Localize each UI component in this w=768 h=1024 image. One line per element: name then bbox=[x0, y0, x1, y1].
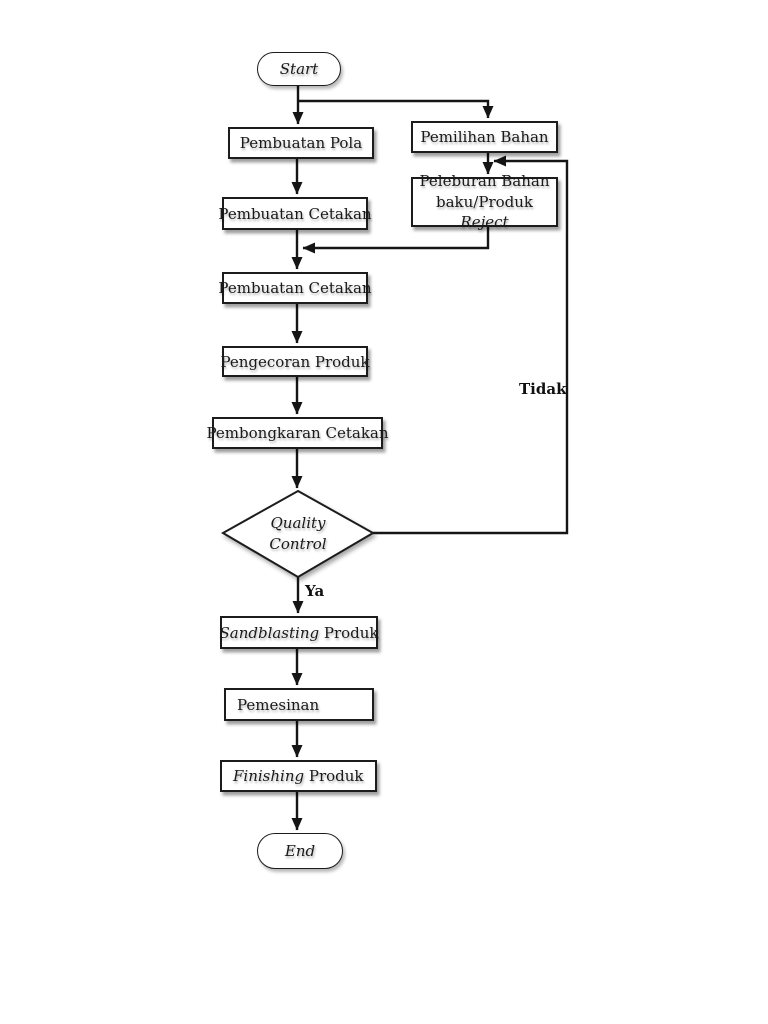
node-pembongkaran-cetakan-label: Pembongkaran Cetakan bbox=[206, 424, 389, 442]
sandblasting-rest: Produk bbox=[319, 623, 379, 642]
node-peleburan-line2: baku/Produk Reject bbox=[413, 192, 556, 233]
node-finishing-produk-label: Finishing Produk bbox=[233, 767, 364, 785]
quality-control-line1: Quality bbox=[270, 514, 326, 532]
node-quality-control-label: Quality Control bbox=[223, 491, 373, 577]
node-end: End bbox=[257, 833, 343, 869]
edge-label-tidak: Tidak bbox=[519, 380, 567, 398]
node-start-label: Start bbox=[279, 60, 319, 78]
finishing-rest: Produk bbox=[304, 767, 364, 785]
node-pemesinan-label: Pemesinan bbox=[237, 695, 320, 714]
node-pembuatan-cetakan-1-label: Pembuatan Cetakan bbox=[218, 204, 372, 223]
sandblasting-italic: Sandblasting bbox=[219, 623, 320, 642]
node-peleburan-bahan: Peleburan Bahan baku/Produk Reject bbox=[411, 172, 558, 231]
node-pengecoran-produk: Pengecoran Produk bbox=[220, 346, 370, 377]
node-peleburan-line1: Peleburan Bahan bbox=[419, 171, 550, 190]
finishing-italic: Finishing bbox=[233, 767, 305, 785]
node-sandblasting-produk: Sandblasting Produk bbox=[219, 616, 379, 649]
node-pembuatan-cetakan-2: Pembuatan Cetakan bbox=[218, 272, 372, 304]
node-pembuatan-pola: Pembuatan Pola bbox=[228, 127, 374, 159]
node-finishing-produk: Finishing Produk bbox=[220, 760, 377, 792]
connector-peleburan-join bbox=[302, 227, 490, 254]
node-pemilihan-bahan-label: Pemilihan Bahan bbox=[420, 128, 549, 146]
node-pemilihan-bahan: Pemilihan Bahan bbox=[411, 121, 558, 153]
node-peleburan-line2-reject: Reject bbox=[460, 213, 509, 232]
node-pemesinan: Pemesinan bbox=[224, 688, 374, 721]
node-pembuatan-pola-label: Pembuatan Pola bbox=[239, 134, 363, 152]
node-end-label: End bbox=[284, 842, 316, 860]
node-peleburan-line2-prefix: baku/Produk bbox=[436, 192, 533, 211]
node-pembuatan-cetakan-1: Pembuatan Cetakan bbox=[218, 197, 372, 230]
connector-start-branch-to-pemilihan-bahan bbox=[297, 99, 494, 119]
node-start: Start bbox=[257, 52, 341, 86]
connector-tidak-loop bbox=[373, 155, 569, 535]
node-sandblasting-produk-label: Sandblasting Produk bbox=[219, 624, 378, 642]
node-pembongkaran-cetakan: Pembongkaran Cetakan bbox=[207, 417, 389, 449]
edge-label-ya: Ya bbox=[305, 582, 325, 600]
node-pengecoran-produk-label: Pengecoran Produk bbox=[220, 352, 370, 371]
node-pembuatan-cetakan-2-label: Pembuatan Cetakan bbox=[218, 279, 372, 297]
quality-control-line2: Control bbox=[269, 535, 327, 553]
